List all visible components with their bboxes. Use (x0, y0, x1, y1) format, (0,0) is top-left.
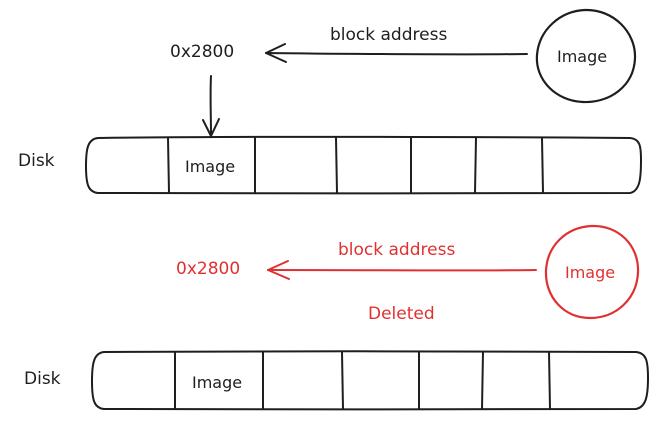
bottom-circle-label: Image (565, 263, 615, 282)
top-disk-bar (84, 135, 643, 195)
top-disk-divider (541, 137, 544, 194)
top-disk-cell-label: Image (185, 157, 235, 176)
top-disk-divider (335, 137, 338, 194)
bottom-address-label: 0x2800 (176, 259, 240, 279)
bottom-disk-divider (481, 351, 484, 410)
top-disk-divider (167, 137, 170, 194)
bottom-disk-label: Disk (24, 369, 61, 389)
top-disk-divider (474, 137, 477, 194)
top-disk-label: Disk (18, 151, 55, 171)
bottom-disk-cell-label: Image (192, 373, 242, 392)
bottom-disk-divider (341, 351, 344, 410)
top-section: 0x2800 block address Image Disk (18, 8, 643, 195)
top-block-address-arrow (265, 43, 528, 63)
bottom-arrow-label: block address (338, 240, 455, 260)
top-address-label: 0x2800 (170, 42, 234, 62)
bottom-image-circle: Image (544, 224, 640, 320)
deleted-status-label: Deleted (368, 304, 435, 324)
top-image-circle: Image (535, 8, 637, 104)
bottom-disk-bar (90, 350, 650, 411)
bottom-block-address-arrow (267, 260, 537, 280)
bottom-disk-divider (548, 351, 551, 410)
top-arrow-label: block address (330, 25, 447, 45)
top-pointer-down-arrow (202, 75, 220, 137)
bottom-section: 0x2800 block address Image Deleted Disk … (24, 224, 650, 411)
top-circle-label: Image (557, 47, 607, 66)
